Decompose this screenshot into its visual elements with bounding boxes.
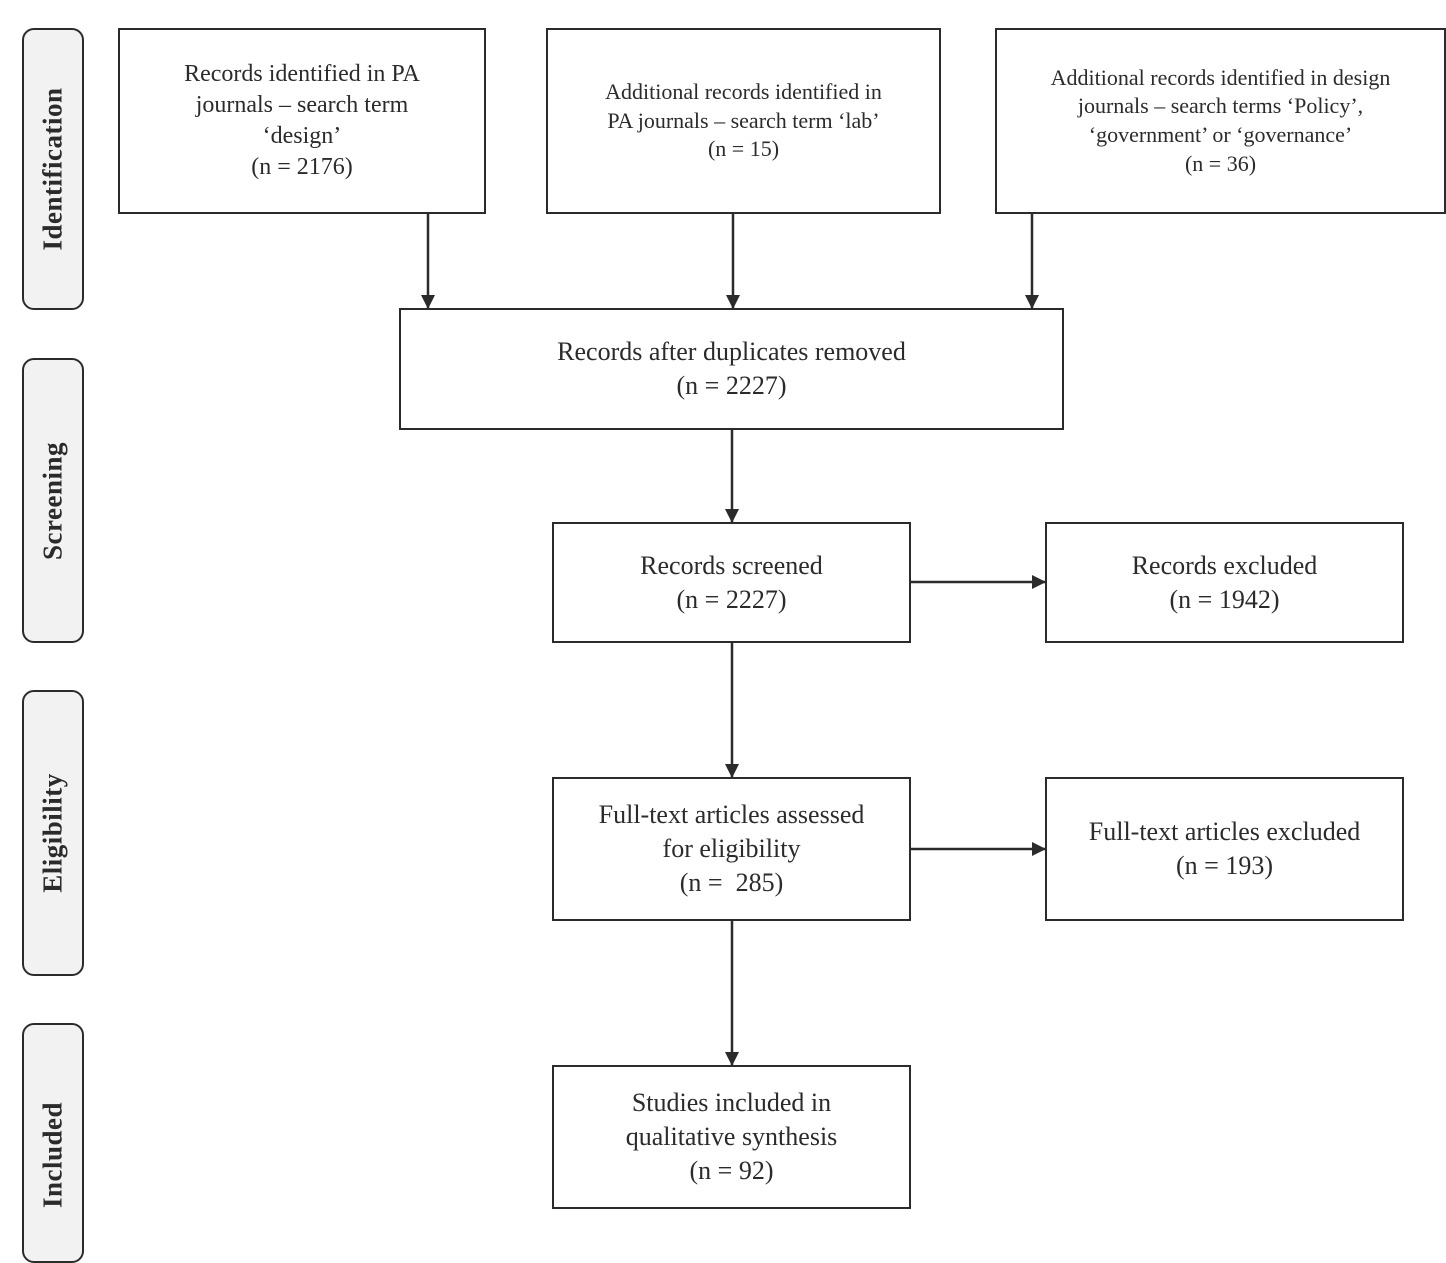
box-design-journals-label: Additional records identified in design … bbox=[1050, 64, 1391, 147]
box-pa-journals-lab: Additional records identified in PA jour… bbox=[546, 28, 941, 214]
box-pa-journals-design-count: (n = 2176) bbox=[251, 154, 353, 181]
box-design-journals-count: (n = 36) bbox=[1184, 150, 1257, 176]
box-records-excluded-count: (n = 1942) bbox=[1169, 584, 1280, 614]
box-fulltext-assessed: Full-text articles assessed for eligibil… bbox=[552, 777, 911, 921]
box-duplicates-removed-label: Records after duplicates removed bbox=[557, 337, 906, 367]
stage-tab-screening: Screening bbox=[22, 358, 84, 643]
box-pa-journals-design-label: Records identified in PA journals – sear… bbox=[184, 60, 420, 149]
box-fulltext-excluded-count: (n = 193) bbox=[1176, 850, 1273, 880]
box-fulltext-assessed-count: (n = 285) bbox=[679, 867, 784, 897]
box-studies-included: Studies included in qualitative synthesi… bbox=[552, 1065, 911, 1209]
box-fulltext-excluded-label: Full-text articles excluded bbox=[1088, 817, 1361, 846]
box-duplicates-removed: Records after duplicates removed (n = 22… bbox=[399, 308, 1064, 430]
box-records-excluded: Records excluded (n = 1942) bbox=[1045, 522, 1404, 643]
box-records-screened-label: Records screened bbox=[640, 550, 823, 580]
box-pa-journals-lab-count: (n = 15) bbox=[707, 136, 780, 162]
box-fulltext-excluded: Full-text articles excluded (n = 193) bbox=[1045, 777, 1404, 921]
box-pa-journals-design: Records identified in PA journals – sear… bbox=[118, 28, 486, 214]
stage-tab-identification: Identification bbox=[22, 28, 84, 310]
stage-tab-included: Included bbox=[22, 1023, 84, 1263]
box-studies-included-label: Studies included in qualitative synthesi… bbox=[625, 1088, 838, 1152]
box-pa-journals-lab-label: Additional records identified in PA jour… bbox=[605, 79, 882, 133]
box-design-journals: Additional records identified in design … bbox=[995, 28, 1446, 214]
box-duplicates-removed-count: (n = 2227) bbox=[676, 371, 787, 400]
box-records-screened: Records screened (n = 2227) bbox=[552, 522, 911, 643]
stage-tab-eligibility: Eligibility bbox=[22, 690, 84, 976]
box-studies-included-count: (n = 92) bbox=[689, 1155, 774, 1185]
box-fulltext-assessed-label: Full-text articles assessed for eligibil… bbox=[598, 800, 865, 864]
box-records-excluded-label: Records excluded bbox=[1131, 550, 1318, 580]
box-records-screened-count: (n = 2227) bbox=[676, 584, 787, 614]
